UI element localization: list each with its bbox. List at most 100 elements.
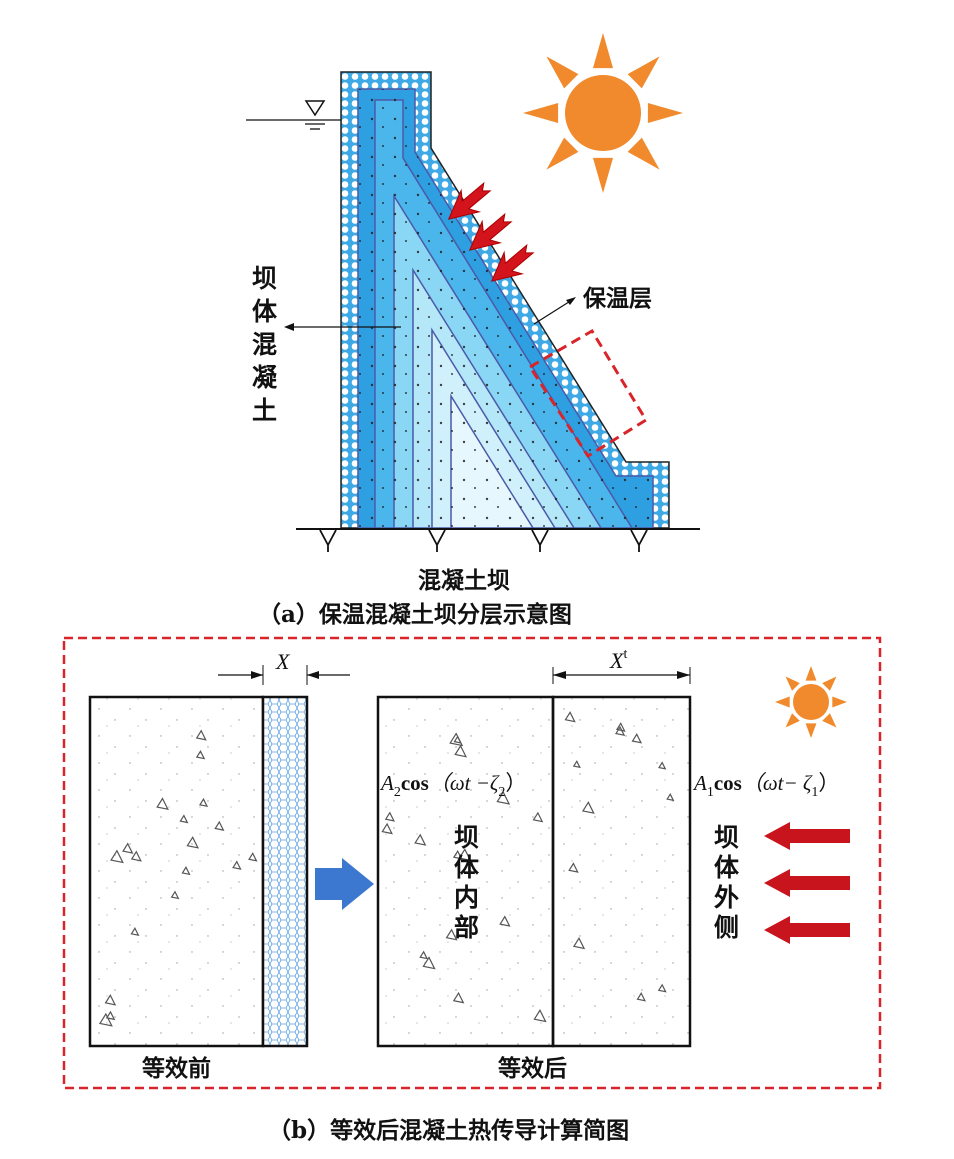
xt-dimension — [552, 667, 691, 684]
aggregate-triangle — [564, 711, 576, 723]
sun-ray — [785, 676, 800, 691]
x-dimension — [218, 665, 350, 685]
sun-ray — [832, 696, 847, 708]
small-sun-icon — [775, 666, 847, 738]
aggregate-triangle — [499, 915, 511, 927]
equivalence-arrow-icon — [315, 858, 374, 910]
inner-label-char: 坝 — [454, 823, 479, 852]
sun-ray — [627, 56, 660, 89]
outer-boundary-formula: A1cos（ωt− ζ1） — [692, 771, 839, 800]
heat-arrows-a — [447, 181, 535, 282]
inner-boundary-formula: A2cos（ωt −ζ2） — [379, 771, 526, 800]
aggregate-triangle — [195, 749, 206, 760]
outer-label-char: 坝 — [714, 823, 739, 852]
aggregate-triangle — [568, 862, 579, 873]
dam-cross-section — [340, 71, 670, 529]
insulation-strip — [261, 695, 309, 1048]
sun-icon — [523, 33, 683, 193]
insulation-label: 保温层 — [582, 285, 652, 312]
aggregate-triangle — [110, 849, 124, 864]
aggregate-triangle — [581, 801, 595, 814]
aggregate-triangles — [98, 729, 258, 1027]
aggregate-triangle — [496, 790, 511, 805]
dam-label: 混凝土坝 — [418, 567, 510, 594]
heat-arrow-icon — [490, 243, 535, 282]
aggregate-triangle — [199, 797, 209, 808]
body-label-char: 土 — [252, 396, 277, 425]
heat-arrow-icon — [764, 916, 850, 944]
aggregate-triangles — [381, 711, 675, 1023]
body-label-char: 体 — [252, 297, 278, 326]
body-label: 坝 体 混 凝 土 — [252, 264, 278, 425]
panel-b-frame — [62, 636, 882, 1090]
aggregate-triangle — [195, 729, 207, 741]
outer-label-char: 侧 — [714, 913, 739, 942]
aggregate-triangle — [179, 814, 189, 824]
sun-ray — [627, 137, 660, 170]
aggregate-triangle — [98, 1012, 113, 1027]
aggregate-triangle — [631, 733, 643, 744]
sun-ray — [805, 723, 817, 738]
aggregate-triangle — [214, 820, 225, 831]
aggregate-triangle — [156, 797, 169, 811]
sun-ray — [785, 713, 800, 728]
aggregate-triangle — [666, 792, 675, 802]
aggregate-triangle — [452, 849, 463, 860]
insulation-leader — [533, 297, 576, 325]
aggregate-triangle — [104, 994, 117, 1006]
water-level-symbol — [246, 100, 341, 130]
outer-label-char: 外 — [714, 883, 739, 912]
aggregate-triangle — [445, 928, 458, 941]
sun-ray — [546, 56, 579, 89]
inner-label-char: 体 — [454, 853, 480, 882]
aggregate-triangle — [419, 950, 429, 960]
aggregate-triangle — [454, 744, 468, 758]
aggregate-triangle — [381, 822, 393, 835]
aggregate-triangle — [452, 991, 465, 1004]
aggregate-dots — [358, 89, 653, 528]
aggregate-triangle — [449, 732, 464, 747]
aggregate-triangle — [657, 983, 667, 993]
inner-label: 坝 体 内 部 — [454, 823, 480, 942]
aggregate-triangle — [572, 760, 581, 769]
aggregate-triangle — [170, 890, 180, 900]
heat-arrow-icon — [764, 869, 850, 897]
aggregate-triangle — [636, 992, 646, 1002]
heat-arrow-icon — [468, 212, 513, 251]
aggregate-triangle — [130, 850, 142, 862]
sun-ray — [822, 713, 837, 728]
aggregate-triangle — [533, 1009, 547, 1023]
equivalent-region-box — [527, 328, 649, 459]
aggregate-triangle — [186, 836, 200, 849]
outer-label-char: 体 — [714, 853, 740, 882]
heat-arrows-b — [764, 822, 850, 944]
after-label: 等效后 — [498, 1055, 567, 1082]
body-label-char: 坝 — [252, 264, 277, 293]
x-label: X — [275, 649, 291, 674]
heat-arrow-icon — [447, 181, 492, 220]
before-label: 等效前 — [142, 1055, 211, 1082]
sun-ray — [592, 33, 614, 69]
xt-label: Xt — [609, 647, 627, 673]
sun-ray — [775, 696, 790, 708]
outer-label: 坝 体 外 侧 — [714, 823, 740, 942]
aggregate-triangle — [532, 811, 544, 823]
sun-ray — [546, 137, 579, 170]
aggregate-triangle — [384, 811, 395, 822]
aggregate-triangle — [130, 927, 140, 937]
concrete-block-before — [88, 695, 265, 1048]
sun-ray — [523, 102, 559, 124]
aggregate-triangle — [414, 833, 427, 846]
sun-ray — [805, 666, 817, 681]
aggregate-triangle — [232, 860, 242, 870]
sun-ray — [822, 676, 837, 691]
sun-ray — [647, 102, 683, 124]
caption-a: （a）保温混凝土坝分层示意图 — [258, 601, 572, 628]
inner-label-char: 部 — [454, 913, 479, 942]
ground-line — [296, 528, 700, 552]
inner-label-char: 内 — [454, 883, 479, 912]
aggregate-triangle — [658, 761, 667, 770]
aggregate-triangle — [458, 848, 472, 862]
